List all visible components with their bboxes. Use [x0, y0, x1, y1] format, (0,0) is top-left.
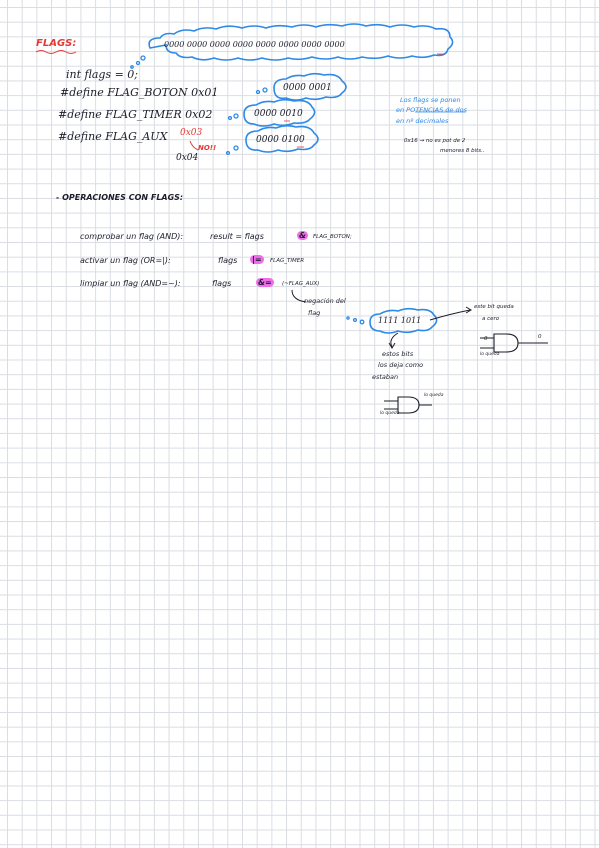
code-define-boton: #define FLAG_BOTON 0x01: [60, 86, 219, 99]
clear-right: (~FLAG_AUX): [282, 281, 320, 287]
set-left: flags: [218, 256, 238, 265]
check-right: FLAG_BOTON;: [313, 234, 352, 240]
code-define-timer: #define FLAG_TIMER 0x02: [58, 108, 213, 121]
note-line-1: Los flags se ponen: [400, 96, 461, 104]
gate1-in-value: 0: [484, 336, 488, 342]
gate2-label-right: lo queda: [424, 393, 444, 398]
gate1-label: lo queda: [480, 352, 500, 357]
bit-note-1: este bit queda: [474, 304, 514, 310]
others-note-1: estos bits: [382, 350, 414, 358]
negation-note-2: flag: [308, 309, 321, 317]
code-aux-right: 0x04: [176, 153, 199, 163]
others-arrow: [390, 332, 399, 348]
gate1-out-value: 0: [538, 334, 542, 340]
bubble3-text: 0000 0100: [256, 135, 305, 145]
clear-op: &=: [256, 278, 274, 287]
clear-label: limpiar un flag (AND=~):: [80, 279, 181, 288]
note-line-4: 0x16 → no es pot de 2: [404, 138, 466, 144]
others-note-2: los deja como: [378, 361, 424, 369]
no-mark: NO!!: [198, 144, 217, 152]
check-left: result = flags: [210, 232, 264, 241]
mask-bubble-text: 1111 1011: [378, 316, 422, 325]
clear-left: flags: [212, 279, 232, 288]
note-line-3: en nº decimales: [396, 117, 449, 125]
others-note-3: estaban: [372, 373, 399, 381]
note-line-2: en POTENCIAS de dos: [396, 106, 467, 114]
bit-arrow: [429, 309, 471, 321]
title-underline: [35, 50, 77, 54]
code-aux-wrong: 0x03: [180, 128, 203, 138]
negation-note-1: negación del: [304, 297, 346, 305]
set-right: FLAG_TIMER: [270, 258, 305, 264]
note-line-5: menores 8 bits..: [440, 148, 485, 154]
bit-note-2: a cero: [482, 316, 500, 322]
set-label: activar un flag (OR=|):: [80, 256, 171, 265]
gate2-label-left: lo queda: [380, 411, 400, 416]
operations-heading: - OPERACIONES CON FLAGS:: [56, 193, 184, 202]
code-define-aux: #define FLAG_AUX: [58, 130, 168, 143]
bubble2-text: 0000 0010: [254, 109, 303, 119]
no-arrow: [189, 140, 199, 151]
code-int-line: int flags = 0;: [66, 68, 139, 81]
set-op: |=: [250, 255, 264, 264]
bubble-top-text: 0000 0000 0000 0000 0000 0000 0000 0000: [164, 40, 345, 49]
bubble1-text: 0000 0001: [283, 83, 332, 93]
page-title: FLAGS:: [36, 38, 77, 49]
check-label: comprobar un flag (AND):: [80, 232, 184, 241]
check-op: &: [297, 231, 308, 240]
